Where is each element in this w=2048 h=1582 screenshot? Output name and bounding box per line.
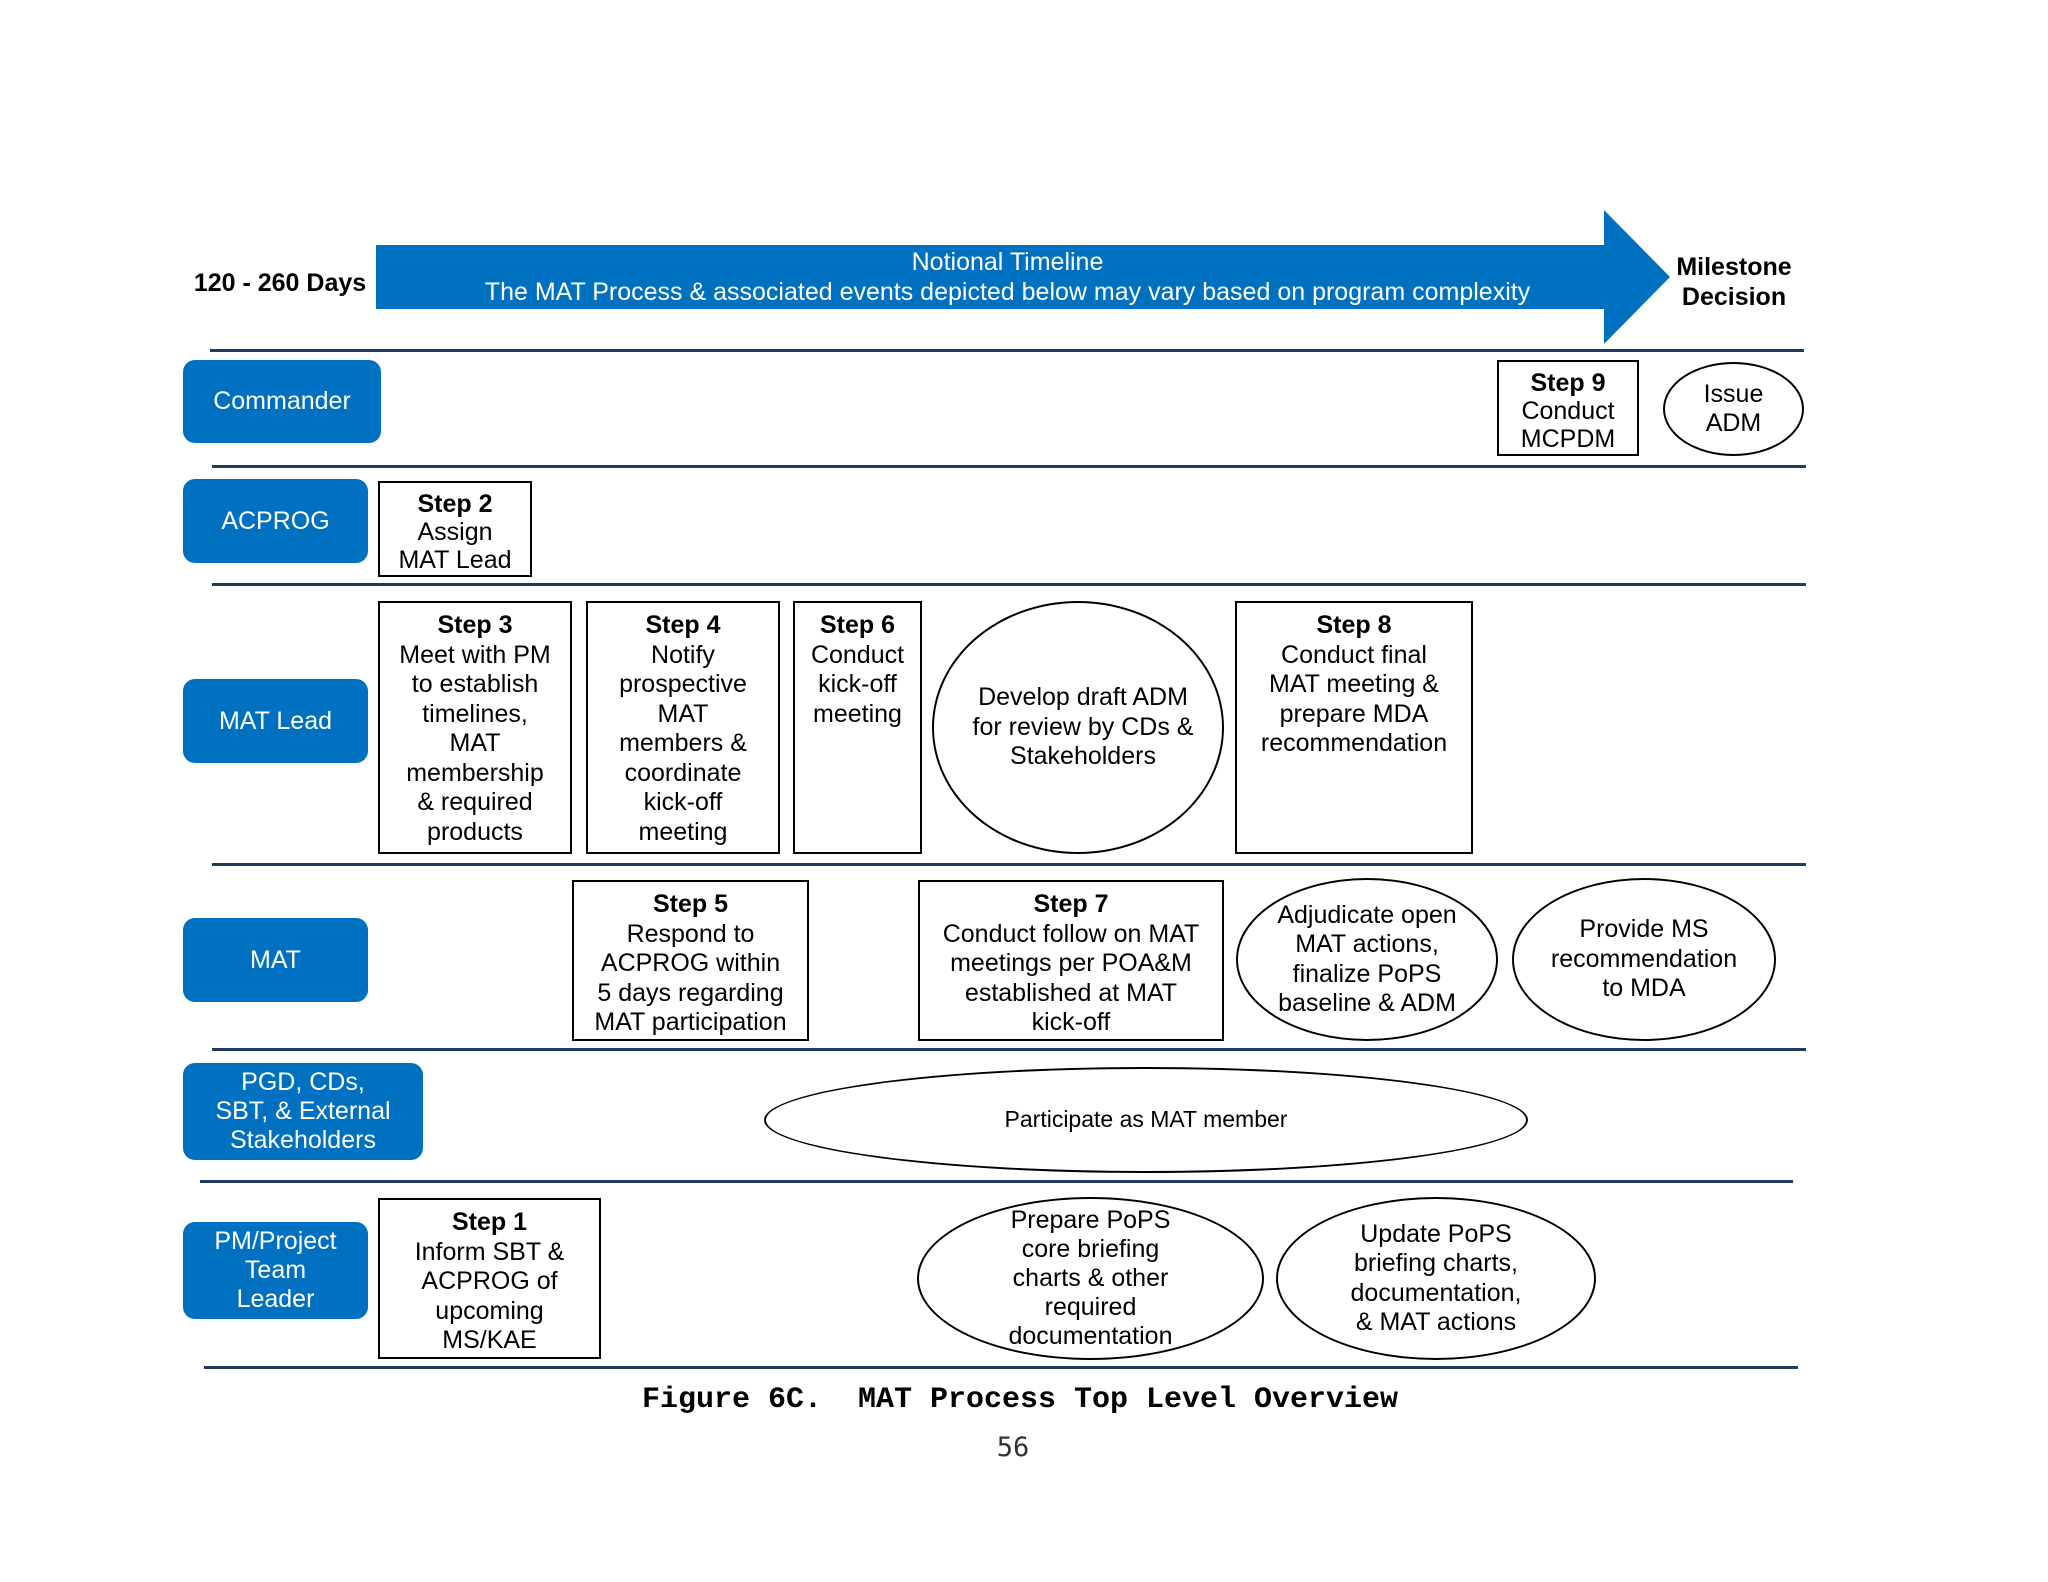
figure-caption: Figure 6C. MAT Process Top Level Overvie… [641, 1383, 1399, 1417]
step-8-text: Conduct final MAT meeting & prepare MDA … [1260, 640, 1448, 758]
step-9-text: Conduct MCPDM [1520, 397, 1616, 453]
milestone-decision-label: Milestone Decision [1676, 253, 1792, 311]
step-7-box: Step 7 Conduct follow on MAT meetings pe… [918, 880, 1224, 1041]
lane-mat-lead: MAT Lead [183, 679, 368, 763]
step-9-box: Step 9 Conduct MCPDM [1497, 360, 1639, 456]
lane-separator [212, 1048, 1806, 1051]
step-1-text: Inform SBT & ACPROG of upcoming MS/KAE [414, 1237, 565, 1355]
step-2-text: Assign MAT Lead [398, 518, 512, 574]
update-pops-ellipse: Update PoPS briefing charts, documentati… [1276, 1197, 1596, 1360]
step-7-title: Step 7 [1033, 890, 1109, 918]
adjudicate-actions-ellipse: Adjudicate open MAT actions, finalize Po… [1236, 878, 1498, 1041]
step-8-title: Step 8 [1316, 611, 1392, 639]
lane-separator [212, 863, 1806, 866]
step-4-text: Notify prospective MAT members & coordin… [619, 640, 747, 846]
step-5-box: Step 5 Respond to ACPROG within 5 days r… [572, 880, 809, 1041]
step-5-title: Step 5 [652, 890, 729, 918]
step-3-title: Step 3 [437, 611, 513, 639]
step-1-title: Step 1 [451, 1208, 528, 1236]
participate-as-mat-member-ellipse: Participate as MAT member [764, 1067, 1528, 1173]
step-4-box: Step 4 Notify prospective MAT members & … [586, 601, 780, 854]
step-3-text: Meet with PM to establish timelines, MAT… [399, 640, 551, 846]
lane-mat: MAT [183, 918, 368, 1002]
lane-separator [212, 465, 1806, 468]
step-6-box: Step 6 Conduct kick-off meeting [793, 601, 922, 854]
lane-commander: Commander [183, 360, 381, 443]
step-7-text: Conduct follow on MAT meetings per POA&M… [942, 919, 1200, 1037]
step-8-box: Step 8 Conduct final MAT meeting & prepa… [1235, 601, 1473, 854]
step-2-box: Step 2 Assign MAT Lead [378, 481, 532, 577]
provide-ms-recommendation-ellipse: Provide MS recommendation to MDA [1512, 878, 1776, 1041]
lane-pm-project-team-leader: PM/Project Team Leader [183, 1222, 368, 1319]
step-3-box: Step 3 Meet with PM to establish timelin… [378, 601, 572, 854]
step-1-box: Step 1 Inform SBT & ACPROG of upcoming M… [378, 1198, 601, 1359]
lane-separator [204, 1366, 1798, 1369]
step-4-title: Step 4 [645, 611, 721, 639]
prepare-pops-ellipse: Prepare PoPS core briefing charts & othe… [917, 1197, 1264, 1360]
lane-separator [200, 1180, 1793, 1183]
step-6-title: Step 6 [819, 611, 896, 639]
lane-stakeholders: PGD, CDs, SBT, & External Stakeholders [183, 1063, 423, 1160]
page-number: 56 [996, 1432, 1030, 1463]
duration-label: 120 - 260 Days [193, 269, 367, 297]
timeline-title: Notional Timeline [911, 248, 1104, 276]
step-6-text: Conduct kick-off meeting [810, 640, 905, 728]
timeline-subtitle: The MAT Process & associated events depi… [484, 278, 1531, 306]
lane-separator [210, 349, 1804, 352]
lane-acprog: ACPROG [183, 479, 368, 563]
step-2-title: Step 2 [417, 490, 493, 518]
timeline-arrow [376, 210, 1670, 344]
step-9-title: Step 9 [1530, 369, 1606, 397]
develop-draft-adm-ellipse: Develop draft ADM for review by CDs & St… [932, 601, 1224, 854]
issue-adm-ellipse: Issue ADM [1663, 362, 1804, 456]
step-5-text: Respond to ACPROG within 5 days regardin… [594, 919, 787, 1037]
lane-separator [212, 583, 1806, 586]
